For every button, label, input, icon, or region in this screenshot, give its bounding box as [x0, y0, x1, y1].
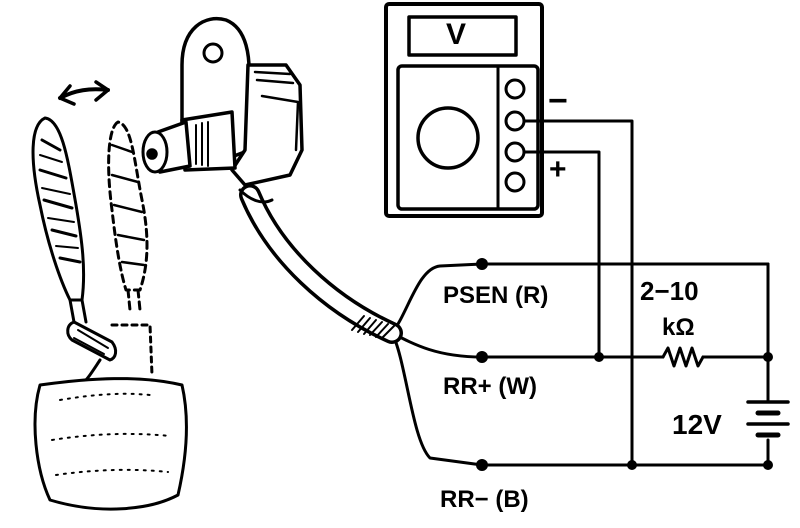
positive-lead [522, 150, 601, 359]
sensor-cable [239, 184, 403, 344]
meter-jack-positive [504, 141, 526, 163]
selector-dial [416, 106, 480, 170]
wire-label-psen: PSEN (R) [443, 282, 549, 309]
negative-terminal-label: − [548, 82, 568, 120]
metal-strip-dashed [107, 120, 149, 312]
voltmeter [384, 2, 544, 218]
wire-label-rr-minus: RR− (B) [440, 486, 529, 513]
meter-jack-1 [504, 78, 526, 100]
metal-strip-solid [31, 116, 88, 324]
resistor-value-label: 2−10 [640, 276, 699, 306]
battery-symbol [746, 400, 790, 438]
motion-arrow-icon [58, 80, 110, 106]
battery-voltage-label: 12V [672, 409, 722, 440]
meter-display-text: V [446, 18, 467, 51]
positive-terminal-label: + [549, 153, 567, 186]
connector-boot [33, 320, 188, 511]
meter-jack-4 [504, 171, 526, 193]
sensor [141, 17, 304, 187]
resistor [661, 346, 705, 368]
circuit [480, 262, 790, 467]
meter-display [407, 15, 518, 57]
wire-black [390, 331, 484, 467]
meter-jack-negative [504, 110, 526, 132]
negative-lead [522, 119, 634, 467]
wire-white [390, 331, 484, 359]
wire-label-rr-plus: RR+ (W) [443, 373, 537, 400]
resistor-unit-label: kΩ [662, 314, 695, 341]
